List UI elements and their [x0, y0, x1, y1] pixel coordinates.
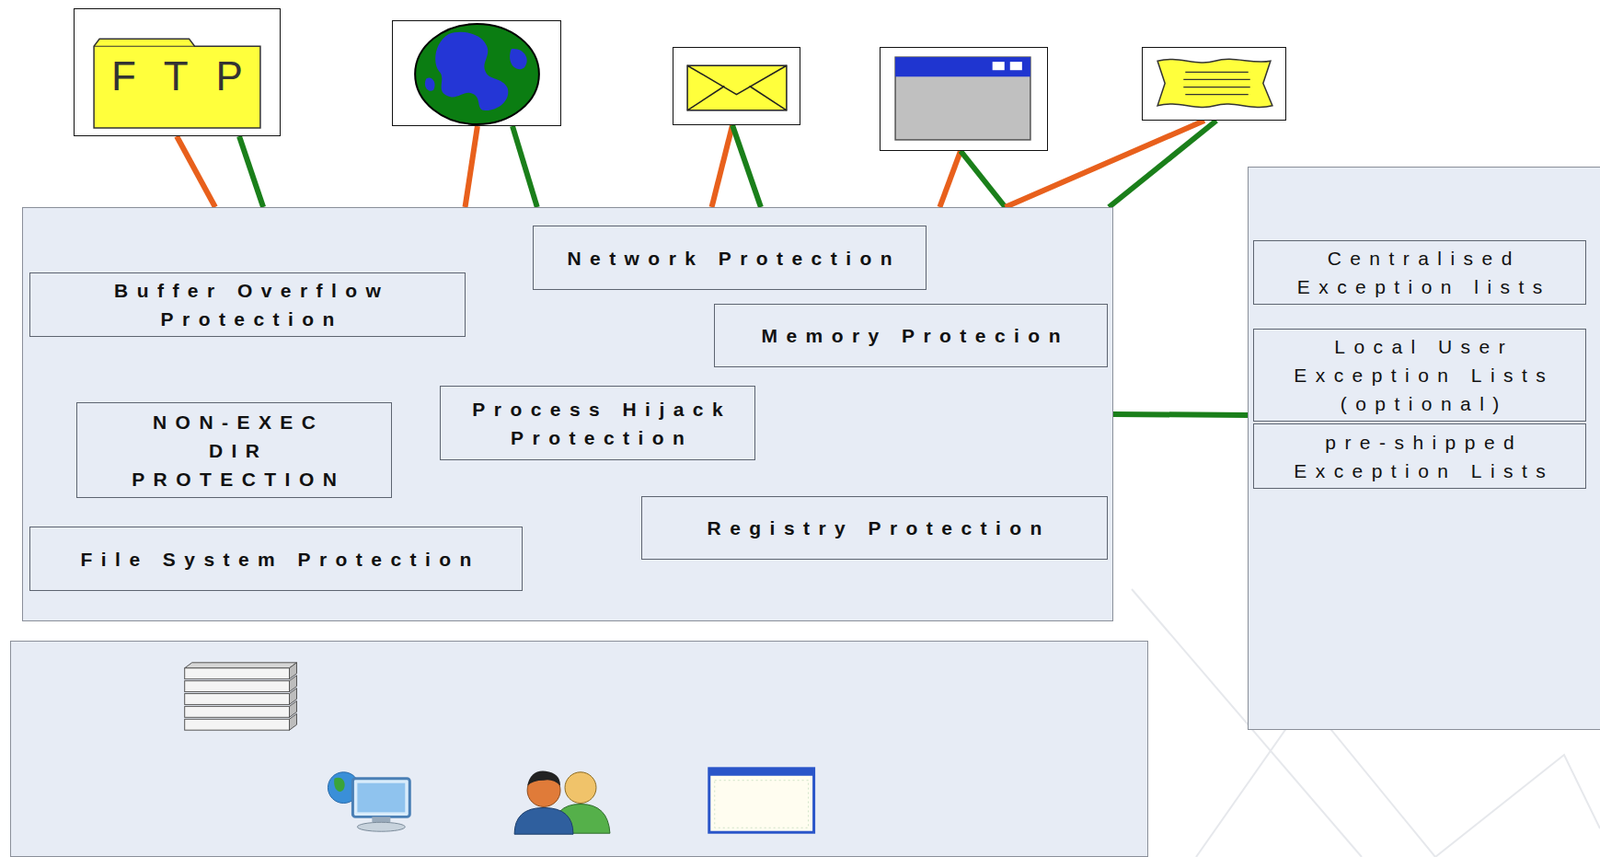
globe-icon [392, 21, 561, 126]
exception-list-box: Local User Exception Lists (optional) [1253, 328, 1587, 422]
server-slab [184, 680, 290, 692]
user-head [564, 771, 597, 804]
protection-panel: Network ProtectionBuffer Overflow Protec… [22, 207, 1114, 622]
document-line [1185, 93, 1248, 95]
continent-shape [435, 32, 508, 111]
protection-box: Network Protection [532, 225, 927, 290]
continent-shape [509, 48, 528, 70]
client-icons [11, 641, 1148, 856]
protection-box: Registry Protection [641, 495, 1108, 560]
connector-line [712, 125, 734, 208]
window-icon [709, 768, 815, 832]
box-label: NON-EXEC DIR PROTECTION [107, 407, 360, 494]
box-label: pre-shipped Exception Lists [1261, 427, 1578, 485]
box-label: Network Protection [558, 243, 901, 273]
document-line [1183, 79, 1250, 81]
connector-line [239, 136, 264, 208]
box-label: Local User Exception Lists (optional) [1261, 332, 1578, 418]
server-top [184, 662, 298, 668]
envelope-flap [687, 65, 787, 94]
exception-list-box: pre-shipped Exception Lists [1253, 423, 1587, 489]
connector-line [512, 126, 538, 208]
protection-box: NON-EXEC DIR PROTECTION [76, 402, 392, 498]
exception-panel: Centralised Exception listsLocal User Ex… [1247, 166, 1600, 730]
network-computer-icon [327, 771, 410, 831]
watermark-line [1435, 754, 1600, 857]
server-slab [184, 693, 290, 705]
connector-line [176, 136, 216, 208]
icon-label: FTP [83, 53, 271, 100]
mail-icon [673, 47, 800, 125]
protection-box: Buffer Overflow Protection [29, 272, 466, 337]
document-shape [1157, 58, 1273, 107]
folder-tab-line [93, 46, 195, 47]
user-hair [527, 771, 561, 786]
window-title-bar [709, 768, 815, 776]
document-line [1185, 71, 1248, 73]
connector-line [732, 125, 761, 208]
exception-list-box: Centralised Exception lists [1253, 240, 1587, 305]
server-slab [184, 718, 290, 730]
document-line [1183, 86, 1250, 88]
window-frame [709, 768, 815, 832]
protection-box: Process Hijack Protection [439, 385, 756, 461]
protection-box: File System Protection [29, 526, 523, 591]
box-label: Buffer Overflow Protection [37, 276, 458, 334]
envelope-fold [687, 86, 725, 111]
server-stack-icon [184, 662, 298, 730]
window-button [1010, 61, 1023, 70]
box-label: Memory Protecion [752, 321, 1070, 350]
application-icon-box [879, 46, 1048, 151]
window-content [714, 780, 809, 829]
server-side [289, 713, 298, 730]
monitor-frame [352, 778, 410, 818]
connector-line [960, 150, 1006, 208]
web-icon-box [391, 20, 562, 127]
box-label: Centralised Exception lists [1261, 243, 1578, 301]
monitor-screen [356, 782, 405, 813]
window-body [895, 57, 1031, 140]
ftp-icon-box: FTP [73, 8, 281, 137]
connector-line [1113, 411, 1248, 418]
envelope-body [687, 65, 787, 111]
mail-icon-box [672, 46, 801, 126]
box-label: Process Hijack Protection [448, 394, 748, 452]
window-icon [880, 47, 1048, 150]
box-label: File System Protection [71, 544, 481, 574]
server-slab [184, 705, 290, 717]
document-icon [1142, 47, 1286, 120]
monitor-stand [371, 816, 391, 822]
client-panel [10, 640, 1149, 857]
protection-box: Memory Protecion [713, 303, 1108, 368]
user-body [514, 806, 574, 834]
connector-line [939, 150, 961, 208]
box-label: Registry Protection [698, 513, 1051, 542]
users-icon [514, 771, 611, 835]
window-title-bar [895, 57, 1031, 77]
connector-line [1108, 120, 1217, 208]
monitor-base [356, 821, 405, 831]
document-icon-box [1141, 46, 1287, 121]
continent-shape [333, 777, 346, 792]
connector-line [465, 126, 478, 208]
server-slab [184, 667, 290, 680]
continent-shape [425, 77, 436, 91]
envelope-fold [749, 86, 787, 111]
window-button [992, 61, 1005, 70]
globe-circle [414, 23, 540, 125]
